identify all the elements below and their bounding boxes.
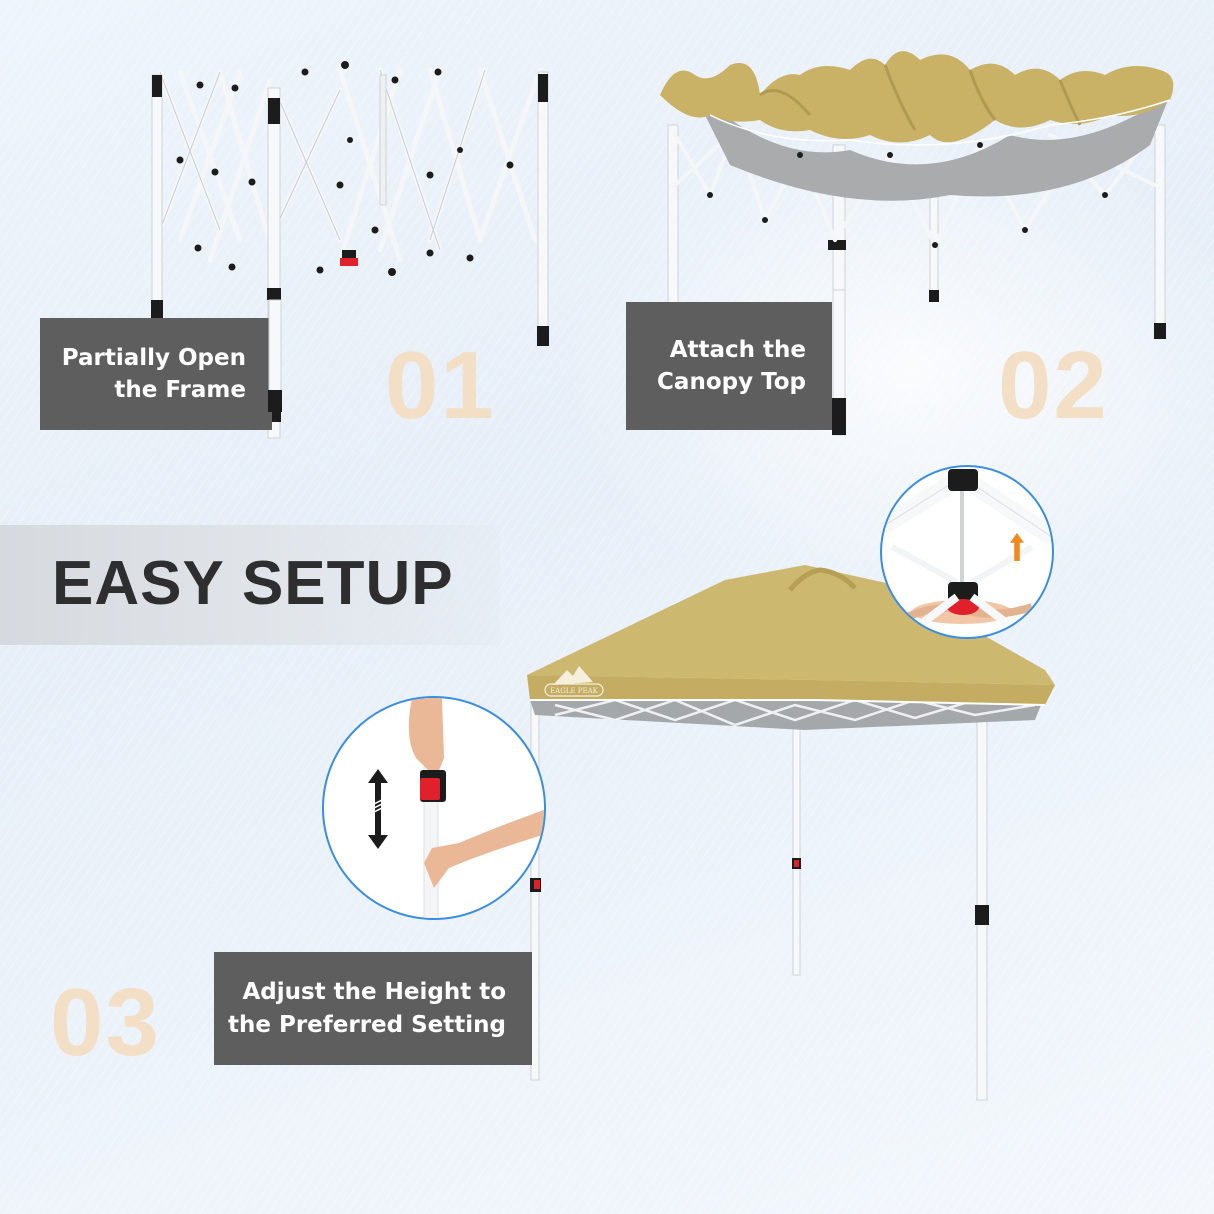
step-3-label: Adjust the Height to the Preferred Setti… <box>214 952 532 1065</box>
step-2-label-line1: Attach the <box>669 336 806 363</box>
step-1-number: 01 <box>385 332 496 439</box>
step-2-label-line2: Canopy Top <box>657 369 806 395</box>
canopy-fully-open-illustration: EAGLE PEAK <box>527 565 1055 1101</box>
inset-leg-adjust <box>322 696 546 920</box>
step-1-label-line1: Partially Open <box>61 344 246 371</box>
step-3-label-line2: the Preferred Setting <box>227 1011 506 1038</box>
arrow-up-icon <box>1010 533 1024 561</box>
step-1-label-line2: the Frame <box>114 377 246 403</box>
inset-center-hub <box>880 465 1054 639</box>
step-3-label-line1: Adjust the Height to <box>242 979 506 1006</box>
frame-leg-front <box>268 299 282 412</box>
double-arrow-vertical-icon <box>368 769 388 849</box>
eagle-peak-logo: EAGLE PEAK <box>544 666 604 697</box>
canopy-leg-front <box>832 289 846 418</box>
heading-band <box>0 525 500 645</box>
svg-text:EAGLE PEAK: EAGLE PEAK <box>550 687 599 695</box>
page-title: EASY SETUP <box>52 549 454 618</box>
step-2-number: 02 <box>998 332 1109 439</box>
step-1-label: Partially Open the Frame <box>40 318 272 430</box>
step-2-label: Attach the Canopy Top <box>626 302 832 430</box>
canopy-attached-illustration <box>660 51 1174 436</box>
step-3-number: 03 <box>50 969 161 1076</box>
